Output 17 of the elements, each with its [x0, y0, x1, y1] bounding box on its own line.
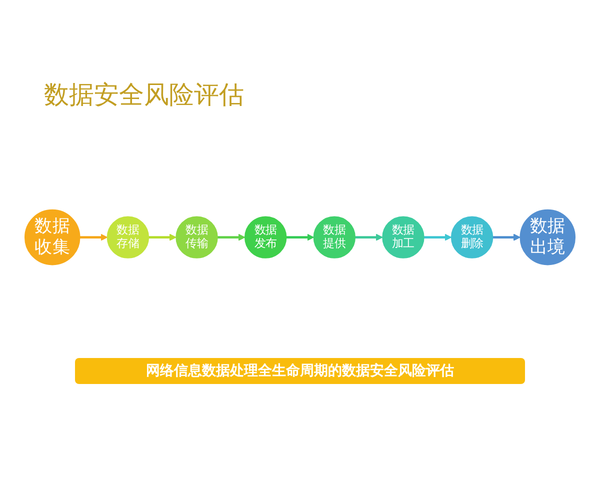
node-circle: 数据出境: [520, 210, 576, 266]
arrow: [492, 234, 520, 242]
node-circle: 数据传输: [176, 216, 218, 259]
arrow: [355, 234, 383, 242]
arrow: [80, 234, 108, 242]
arrow: [286, 234, 314, 242]
node-circle: 数据删除: [450, 216, 494, 259]
caption-banner: 网络信息数据处理全生命周期的数据安全风险评估: [75, 358, 525, 384]
node-circle: 数据存储: [106, 216, 150, 259]
arrow: [148, 234, 176, 242]
title: 数据安全风险评估: [44, 79, 244, 111]
node-circle: 数据加工: [382, 216, 424, 259]
arrow: [424, 234, 452, 242]
node-circle: 数据发布: [244, 216, 287, 259]
node-circle: 数据收集: [24, 210, 80, 266]
arrow: [217, 234, 246, 242]
node-circle: 数据提供: [313, 216, 356, 259]
